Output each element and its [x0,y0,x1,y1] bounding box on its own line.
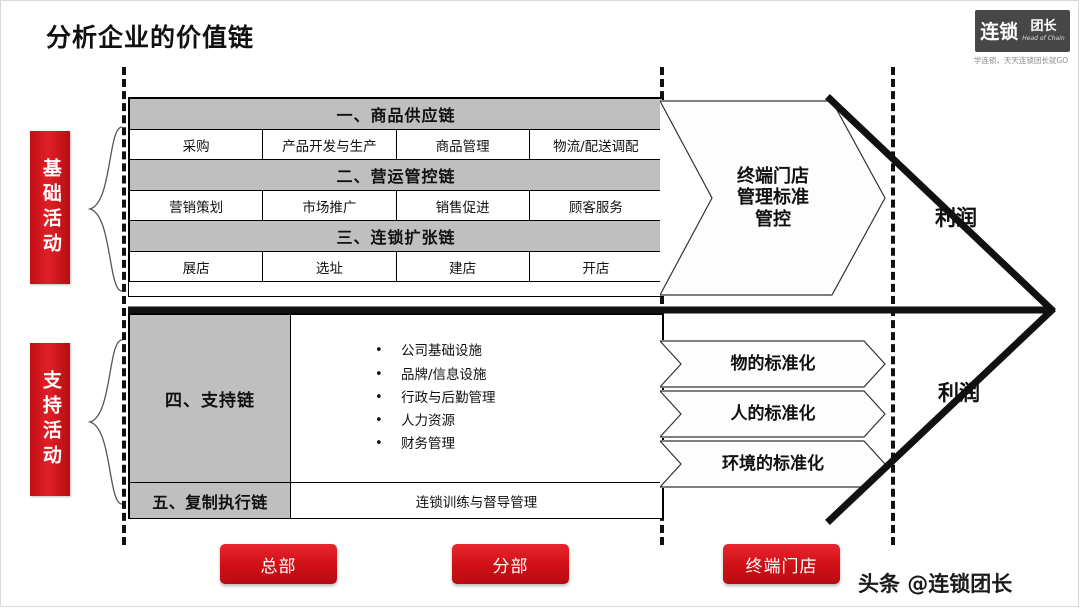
list-item: • 人力资源 [375,410,662,433]
chain-cell: 营销策划 [128,190,264,221]
chain-cell: 销售促进 [395,190,530,221]
side-label-support-activities: 支持活动 [30,343,70,496]
chevron-label: 物的标准化 [730,353,816,374]
bullet-icon: • [375,343,383,359]
chain-cell: 建店 [395,251,530,282]
value-chain-table-top: 一、商品供应链 采购 产品开发与生产 商品管理 物流/配送调配 二、营运管控链 … [128,98,664,282]
divider-dashed-left [122,67,126,545]
logo-brand-en: Head of Chain [1022,34,1065,42]
chevron-line-3: 管控 [755,208,791,230]
chain-cell: 采购 [128,129,264,160]
table-row: 二、营运管控链 [129,159,663,191]
chain-cell: 市场推广 [262,190,397,221]
arrow-lower-edge [825,306,1056,525]
list-item-label: 行政与后勤管理 [401,389,496,406]
chevron-label: 环境的标准化 [722,453,824,474]
chain-header: 二、营运管控链 [129,159,663,191]
table-row: 一、商品供应链 [129,98,663,130]
logo-tagline: 学连锁，天天连锁团长就GO [973,56,1069,65]
support-chain-items: • 公司基础设施 • 品牌/信息设施 • 行政与后勤管理 • 人力资源 • 财务管理 [290,314,663,483]
table-row: 三、连锁扩张链 [129,220,663,252]
chevron-line-1: 终端门店 [737,166,809,188]
chevron-standardization-environment: 环境的标准化 [660,440,886,488]
execution-chain-value: 连锁训练与督导管理 [290,482,663,519]
list-item: • 行政与后勤管理 [375,387,662,410]
execution-chain-label: 五、复制执行链 [129,482,291,519]
brand-logo: 连锁 团长 Head of Chain [975,10,1070,52]
chain-cell: 开店 [528,251,664,282]
arrow-upper-edge [825,94,1056,314]
list-item-label: 品牌/信息设施 [401,366,487,383]
tag-terminal-store[interactable]: 终端门店 [723,544,840,584]
bullet-icon: • [375,436,383,452]
value-chain-table-bottom: 四、支持链 • 公司基础设施 • 品牌/信息设施 • 行政与后勤管理 • 人力资源 • 财… [129,314,663,519]
list-item-label: 人力资源 [401,413,455,430]
chain-cell: 选址 [262,251,397,282]
primary-activities-panel: 一、商品供应链 采购 产品开发与生产 商品管理 物流/配送调配 二、营运管控链 … [128,97,664,297]
chevron-line-2: 管理标准 [737,187,809,209]
list-item-label: 财务管理 [401,436,455,453]
list-item: • 财务管理 [375,433,662,456]
table-row: 五、复制执行链 连锁训练与督导管理 [129,482,663,519]
divider-dashed-middle [660,67,664,545]
chain-cell: 展店 [128,251,264,282]
chevron-standardization-people: 人的标准化 [660,390,886,438]
list-item: • 品牌/信息设施 [375,364,662,387]
logo-brand-cn2: 团长 [1030,19,1057,35]
chevron-label: 人的标准化 [730,403,816,424]
list-item-label: 公司基础设施 [401,343,482,360]
chevron-terminal-store-management: 终端门店 管理标准 管控 [660,100,886,296]
chain-header: 一、商品供应链 [129,98,663,130]
bullet-icon: • [375,366,383,382]
side-label-basic-activities: 基础活动 [30,131,70,284]
chevron-label: 终端门店 管理标准 管控 [737,166,809,230]
chain-cell: 物流/配送调配 [528,129,664,160]
chain-header: 三、连锁扩张链 [129,220,663,252]
table-row: 四、支持链 • 公司基础设施 • 品牌/信息设施 • 行政与后勤管理 • 人力资源 • 财… [129,314,663,483]
watermark: 头条 @连锁团长 [858,572,1013,596]
chain-cell: 产品开发与生产 [262,129,397,160]
chevron-standardization-goods: 物的标准化 [660,340,886,388]
brace-support-activities [87,339,123,505]
list-item: • 公司基础设施 [375,340,662,363]
bullet-icon: • [375,389,383,405]
chevron-shape [660,390,886,438]
tag-headquarters[interactable]: 总部 [220,544,337,584]
profit-label-top: 利润 [935,206,977,230]
bullet-list: • 公司基础设施 • 品牌/信息设施 • 行政与后勤管理 • 人力资源 • 财务管理 [375,340,662,456]
table-row: 采购 产品开发与生产 商品管理 物流/配送调配 [128,129,664,160]
chevron-shape [660,340,886,388]
tag-branch[interactable]: 分部 [452,544,569,584]
table-row: 展店 选址 建店 开店 [128,251,664,282]
profit-label-bottom: 利润 [938,381,980,405]
divider-dashed-right [891,67,895,545]
page-title: 分析企业的价值链 [46,23,255,52]
support-chain-label: 四、支持链 [129,314,291,483]
logo-brand-cn: 连锁 [980,20,1019,43]
support-activities-panel: 四、支持链 • 公司基础设施 • 品牌/信息设施 • 行政与后勤管理 • 人力资源 • 财… [128,313,664,519]
brace-basic-activities [87,126,123,292]
table-row: 营销策划 市场推广 销售促进 顾客服务 [128,190,664,221]
bullet-icon: • [375,413,383,429]
